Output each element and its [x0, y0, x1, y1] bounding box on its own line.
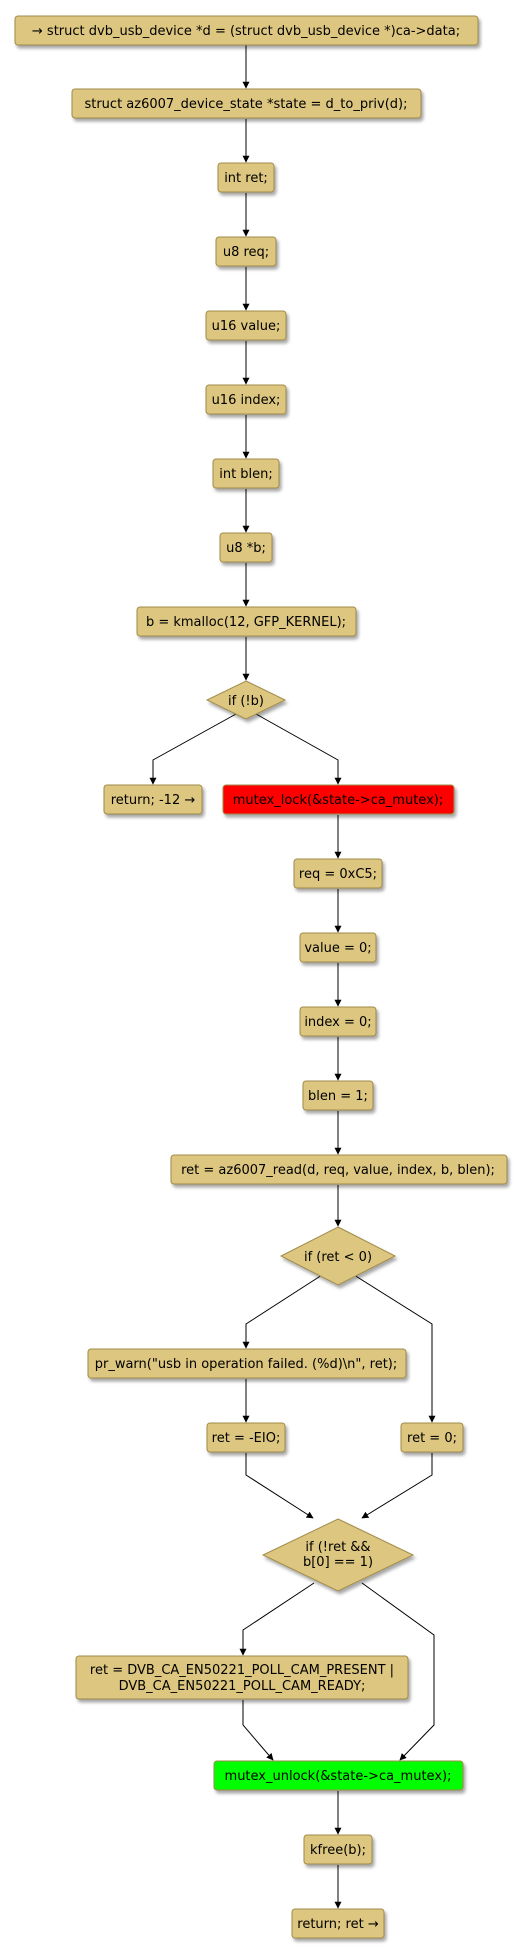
node-ret-zero-label: ret = 0;	[407, 1431, 457, 1446]
node-ret-zero: ret = 0;	[400, 1422, 464, 1453]
node-state-init: struct az6007_device_state *state = d_to…	[71, 88, 422, 119]
nodes: → struct dvb_usb_device *d = (struct dvb…	[14, 15, 508, 1939]
node-cam-present-line2: DVB_CA_EN50221_POLL_CAM_READY;	[119, 1679, 366, 1694]
node-u8-req-label: u8 req;	[223, 245, 269, 260]
node-return-enomem-label: return; -12 →	[111, 793, 196, 808]
edge-d2-ret0	[353, 1274, 436, 1423]
node-device-init: → struct dvb_usb_device *d = (struct dvb…	[14, 15, 479, 46]
decision-cam-check: if (!ret && b[0] == 1)	[261, 1518, 415, 1592]
edge-ret0-d3	[361, 1453, 433, 1519]
edge-d3-unlock	[361, 1582, 435, 1761]
node-req-assign: req = 0xC5;	[293, 858, 383, 889]
node-mutex-lock: mutex_lock(&state->ca_mutex);	[222, 784, 455, 815]
node-int-ret: int ret;	[217, 162, 275, 193]
node-return-enomem: return; -12 →	[103, 784, 203, 815]
node-u8-b: u8 *b;	[219, 532, 273, 563]
node-kmalloc-label: b = kmalloc(12, GFP_KERNEL);	[146, 615, 346, 630]
node-kfree: kfree(b);	[303, 1834, 373, 1865]
node-u16-value-label: u16 value;	[212, 319, 281, 334]
node-state-init-label: struct az6007_device_state *state = d_to…	[84, 97, 407, 112]
node-index-assign: index = 0;	[299, 1006, 377, 1037]
node-u8-req: u8 req;	[215, 236, 277, 267]
node-mutex-unlock: mutex_unlock(&state->ca_mutex);	[213, 1760, 464, 1791]
decision-ret-negative: if (ret < 0)	[279, 1226, 397, 1286]
node-device-init-label: → struct dvb_usb_device *d = (struct dvb…	[32, 24, 460, 39]
node-az6007-read-label: ret = az6007_read(d, req, value, index, …	[181, 1163, 495, 1178]
decision-cam-check-line1: if (!ret &&	[305, 1540, 370, 1555]
decision-cam-check-line2: b[0] == 1)	[303, 1555, 373, 1570]
edge-d1-ret12	[149, 713, 237, 785]
node-int-blen-label: int blen;	[219, 467, 273, 482]
node-u16-value: u16 value;	[205, 310, 287, 341]
edge-cam-unlock	[242, 1700, 274, 1761]
node-u8-b-label: u8 *b;	[226, 541, 266, 556]
node-kfree-label: kfree(b);	[310, 1843, 366, 1858]
edges	[149, 44, 436, 1909]
edge-d1-lock	[255, 713, 342, 785]
decision-null-check: if (!b)	[205, 680, 287, 720]
node-value-assign-label: value = 0;	[304, 941, 371, 956]
node-az6007-read: ret = az6007_read(d, req, value, index, …	[170, 1154, 508, 1185]
edge-d3-cam	[239, 1582, 315, 1656]
edge-eio-d3	[245, 1453, 314, 1519]
node-mutex-lock-label: mutex_lock(&state->ca_mutex);	[233, 793, 443, 808]
node-cam-present-line1: ret = DVB_CA_EN50221_POLL_CAM_PRESENT |	[90, 1663, 394, 1678]
node-pr-warn-label: pr_warn("usb in operation failed. (%d)\n…	[95, 1357, 398, 1372]
node-blen-assign-label: blen = 1;	[308, 1089, 368, 1104]
node-int-blen: int blen;	[212, 458, 280, 489]
decision-null-check-label: if (!b)	[228, 694, 264, 709]
node-blen-assign: blen = 1;	[302, 1080, 374, 1111]
edge-d2-warn	[242, 1274, 323, 1349]
node-req-assign-label: req = 0xC5;	[299, 867, 377, 882]
node-value-assign: value = 0;	[299, 932, 377, 963]
node-ret-eio-label: ret = -EIO;	[212, 1431, 281, 1446]
node-return-ret-label: return; ret →	[297, 1917, 379, 1932]
node-pr-warn: pr_warn("usb in operation failed. (%d)\n…	[87, 1348, 407, 1379]
node-u16-index: u16 index;	[205, 384, 287, 415]
node-kmalloc: b = kmalloc(12, GFP_KERNEL);	[136, 606, 357, 637]
node-index-assign-label: index = 0;	[304, 1015, 371, 1030]
node-mutex-unlock-label: mutex_unlock(&state->ca_mutex);	[225, 1769, 452, 1784]
decision-ret-negative-label: if (ret < 0)	[304, 1250, 372, 1265]
node-u16-index-label: u16 index;	[212, 393, 281, 408]
node-ret-eio: ret = -EIO;	[206, 1422, 286, 1453]
node-return-ret: return; ret →	[291, 1908, 385, 1939]
node-cam-present: ret = DVB_CA_EN50221_POLL_CAM_PRESENT | …	[75, 1655, 409, 1700]
node-int-ret-label: int ret;	[224, 171, 268, 186]
